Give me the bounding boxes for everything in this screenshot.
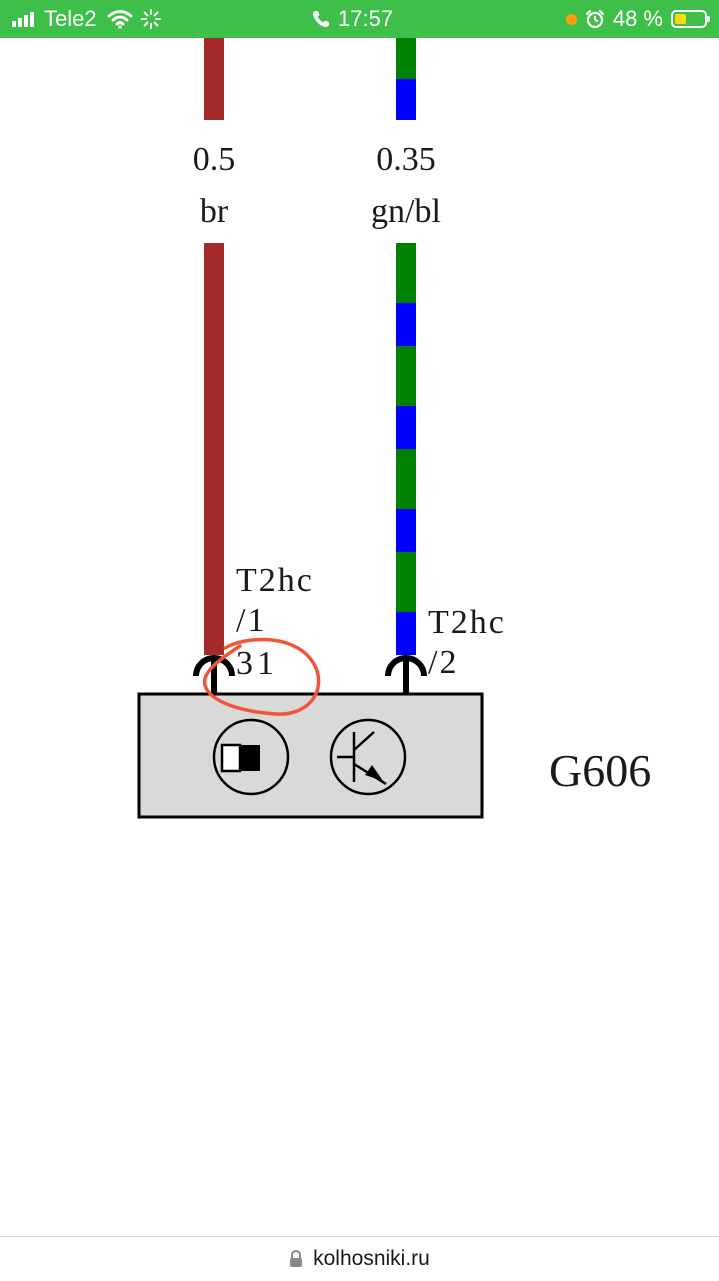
- clock-time: 17:57: [338, 6, 394, 31]
- transistor-symbol-icon: [329, 718, 407, 796]
- component-g606-box: [137, 692, 484, 819]
- wiring-diagram: 0.5 br 0.35 gn/bl T2hc /1 31 T2hc /2 G60…: [137, 38, 651, 819]
- wire-right-lower: [396, 243, 416, 655]
- status-right: 48 %: [565, 6, 710, 32]
- terminal-right-icon: [385, 655, 427, 694]
- activity-spinner-icon: [140, 9, 161, 29]
- component-label: G606: [549, 745, 651, 796]
- battery-percent: 48 %: [612, 6, 663, 31]
- status-center: 17:57: [312, 6, 393, 32]
- address-bar[interactable]: kolhosniki.ru: [0, 1236, 719, 1281]
- wire-left-color-code: br: [200, 193, 229, 230]
- hall-sensor-symbol-icon: [212, 718, 290, 796]
- connector-right-name: T2hc: [428, 604, 506, 641]
- alarm-icon: [585, 9, 605, 29]
- wire-right-gauge: 0.35: [376, 141, 436, 178]
- privacy-indicator-dot: [565, 13, 577, 25]
- signal-bars-icon: [12, 11, 34, 27]
- status-left: Tele2: [12, 6, 161, 32]
- wire-left-gauge: 0.5: [193, 141, 236, 178]
- phone-icon: [312, 10, 330, 28]
- connector-left-name: T2hc: [236, 562, 314, 599]
- battery-icon: [671, 10, 710, 28]
- battery-fill: [675, 14, 687, 24]
- wifi-icon: [107, 9, 133, 29]
- wire-left-lower: [204, 243, 224, 655]
- wire-right-color-code: gn/bl: [371, 193, 441, 230]
- wire-right-upper: [396, 38, 416, 120]
- lock-icon: [289, 1250, 303, 1268]
- connector-right-pin: /2: [428, 644, 458, 681]
- connector-left-pin: /1: [236, 602, 266, 639]
- address-domain[interactable]: kolhosniki.ru: [313, 1247, 430, 1270]
- annotation-circle: [202, 637, 321, 716]
- carrier-name: Tele2: [44, 6, 97, 31]
- status-bar: Tele2 17:5: [0, 0, 719, 38]
- wire-left-upper: [204, 38, 224, 120]
- connector-left-extra: 31: [236, 645, 278, 682]
